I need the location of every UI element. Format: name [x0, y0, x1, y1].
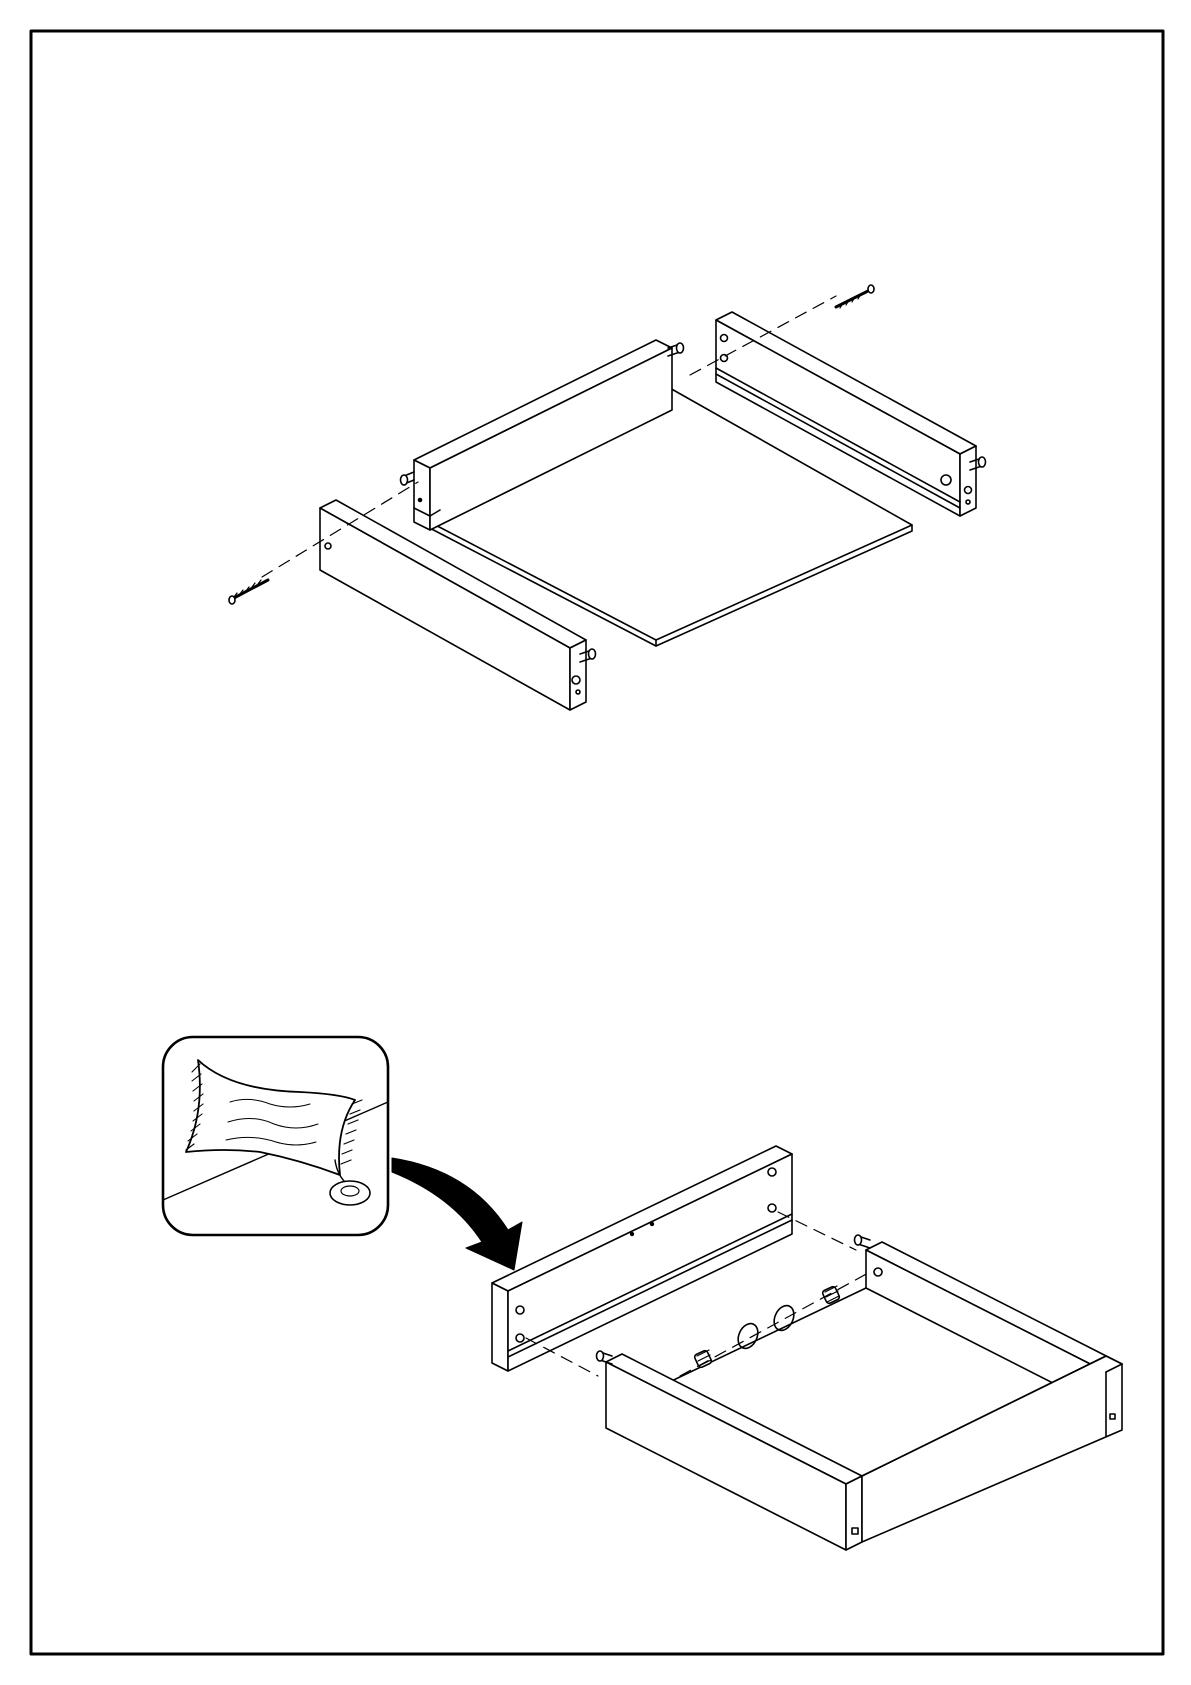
- glue-detail-inset: [163, 1037, 388, 1235]
- screw: [836, 285, 874, 308]
- step-1-illustration: [229, 285, 986, 710]
- drawer-front-panel: [492, 1146, 792, 1371]
- curved-arrow: [392, 1158, 522, 1270]
- dowel: [855, 1235, 871, 1248]
- dowel: [401, 472, 415, 485]
- screw: [229, 580, 268, 604]
- step-2-illustration: [163, 1037, 1122, 1550]
- glue-drop-icon: [330, 1181, 370, 1205]
